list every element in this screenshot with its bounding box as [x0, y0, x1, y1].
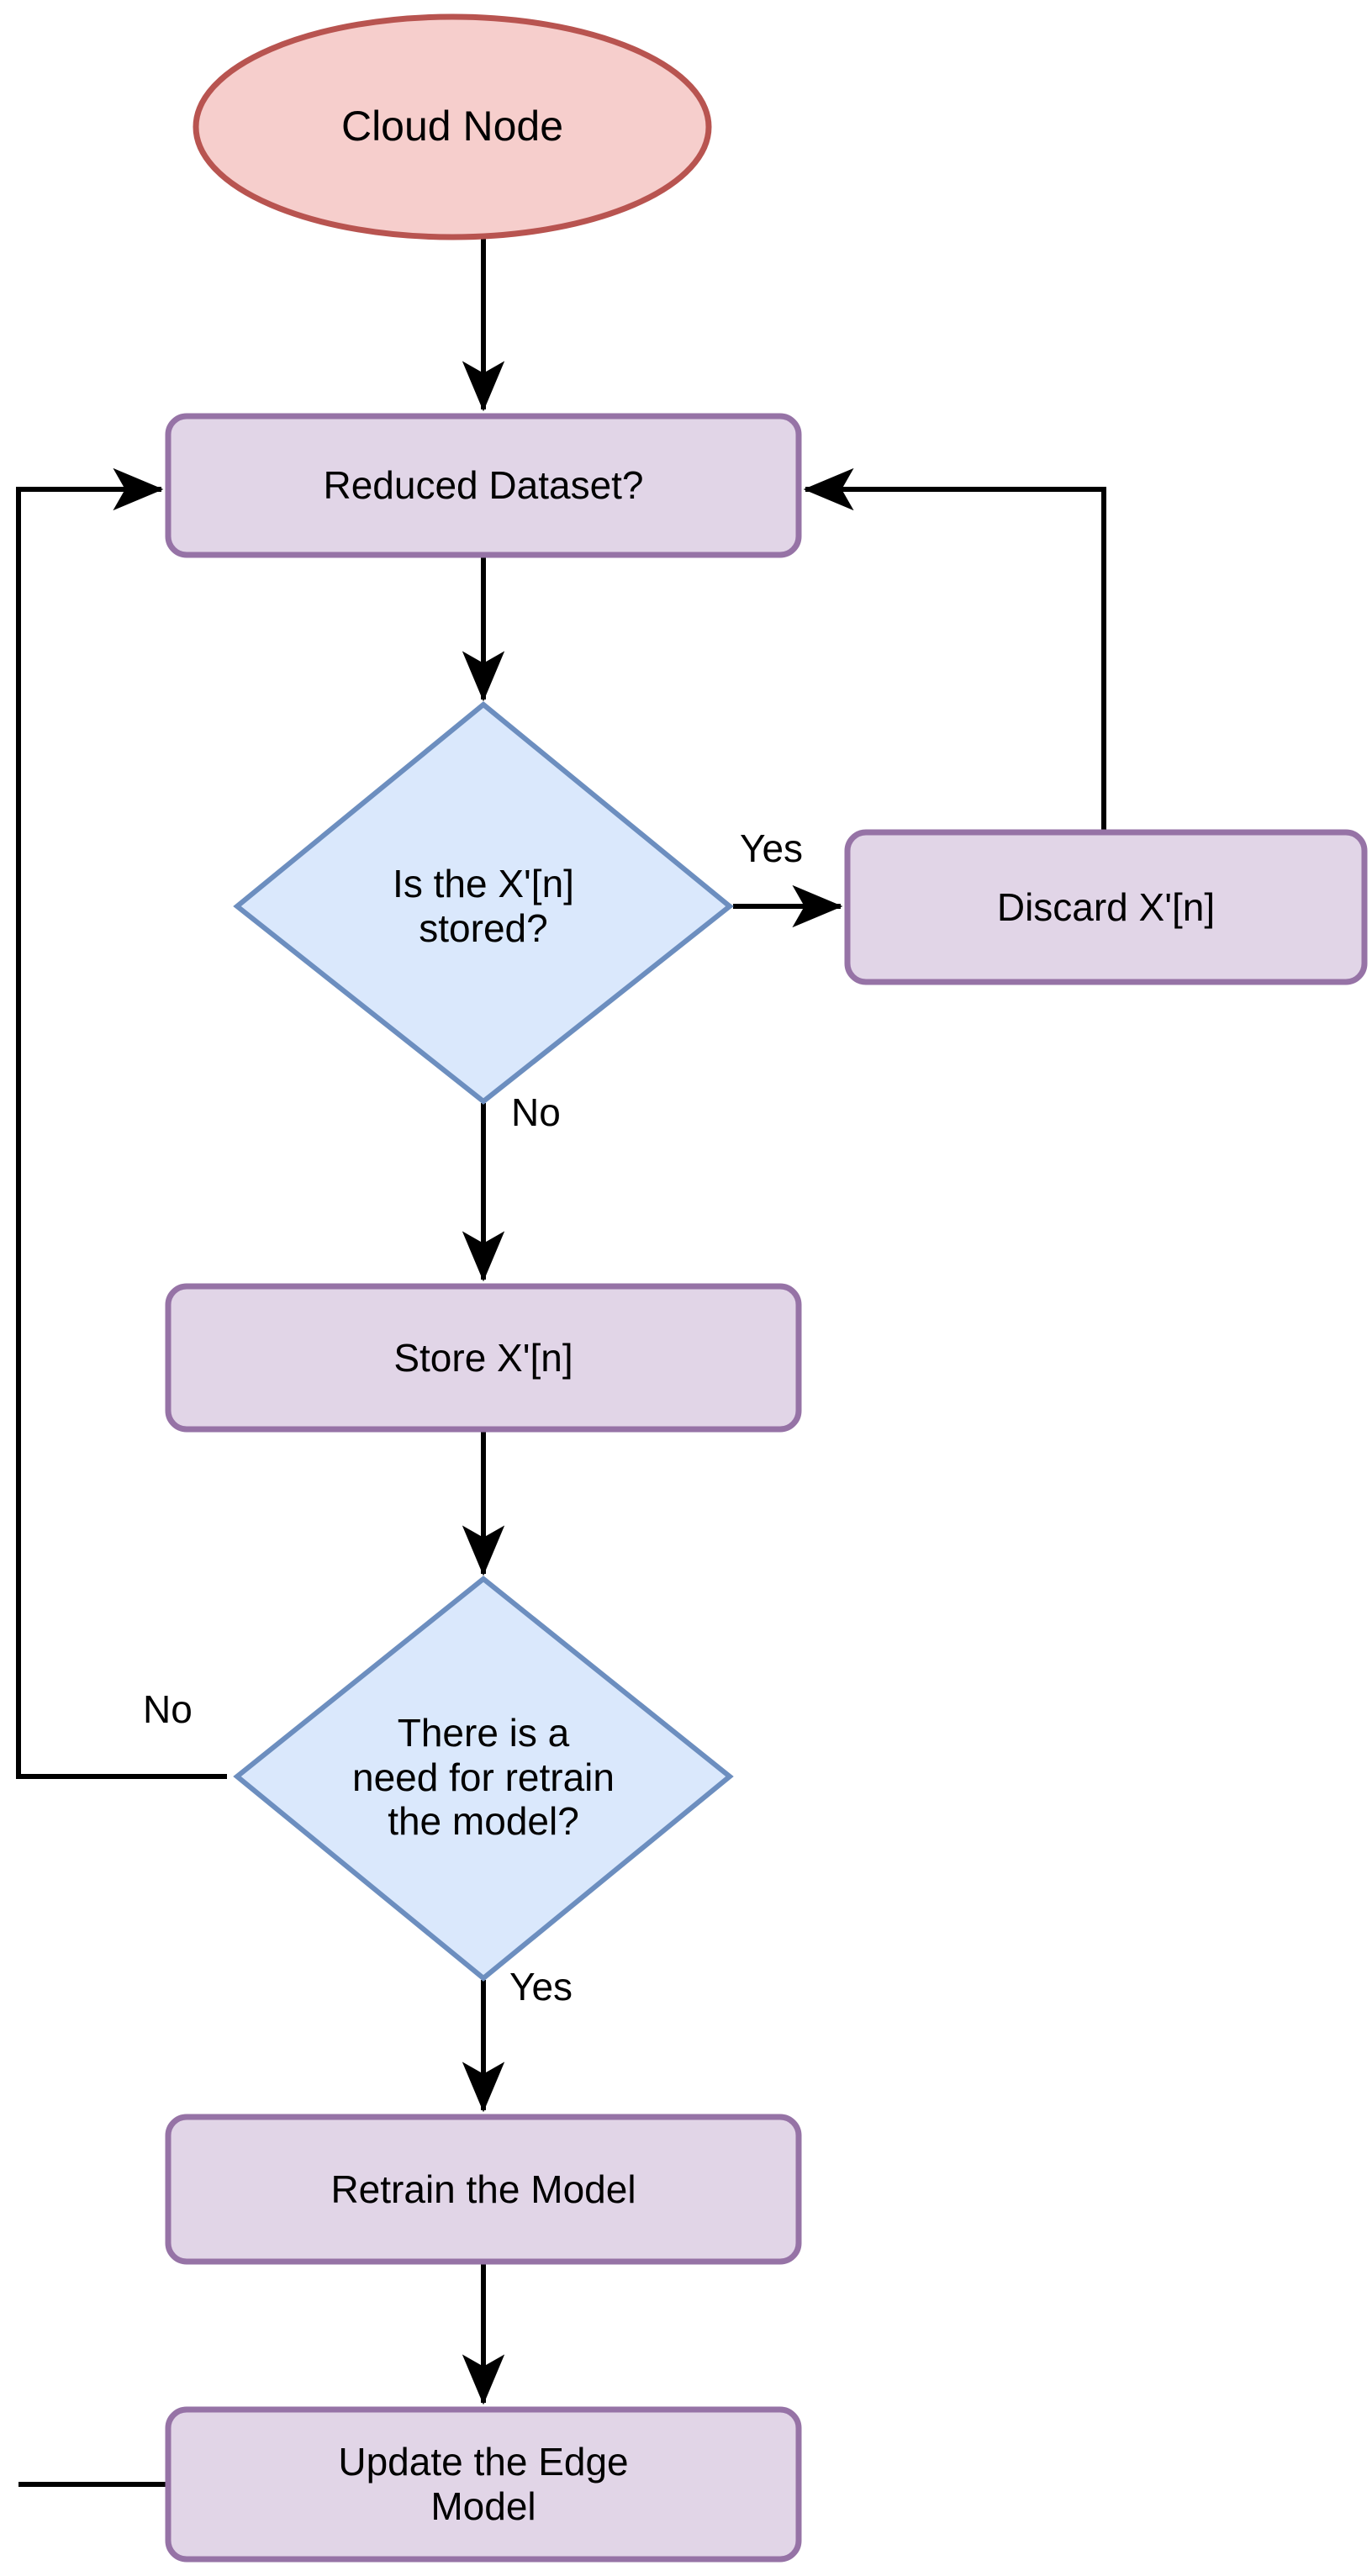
node-retrain-model[interactable] [165, 2114, 802, 2265]
edge-label-stored-yes: Yes [740, 826, 804, 870]
node-is-stored-decision[interactable] [233, 701, 734, 1105]
edge-label-retrain-no: No [143, 1687, 193, 1731]
node-update-edge-model[interactable] [165, 2406, 802, 2563]
edge-label-retrain-yes: Yes [509, 1965, 573, 2009]
node-need-retrain-decision[interactable] [233, 1576, 734, 1982]
connector-layer [16, 237, 1106, 2487]
edge-label-stored-no: No [511, 1090, 561, 1134]
edge-discard-to-reduced [803, 467, 1106, 832]
node-store-xn[interactable] [165, 1283, 802, 1433]
edge-needretrain-no-to-reduced [16, 467, 227, 1779]
node-reduced-dataset[interactable] [165, 413, 802, 558]
node-discard-xn[interactable] [844, 829, 1368, 985]
node-cloud-node[interactable] [193, 13, 712, 240]
